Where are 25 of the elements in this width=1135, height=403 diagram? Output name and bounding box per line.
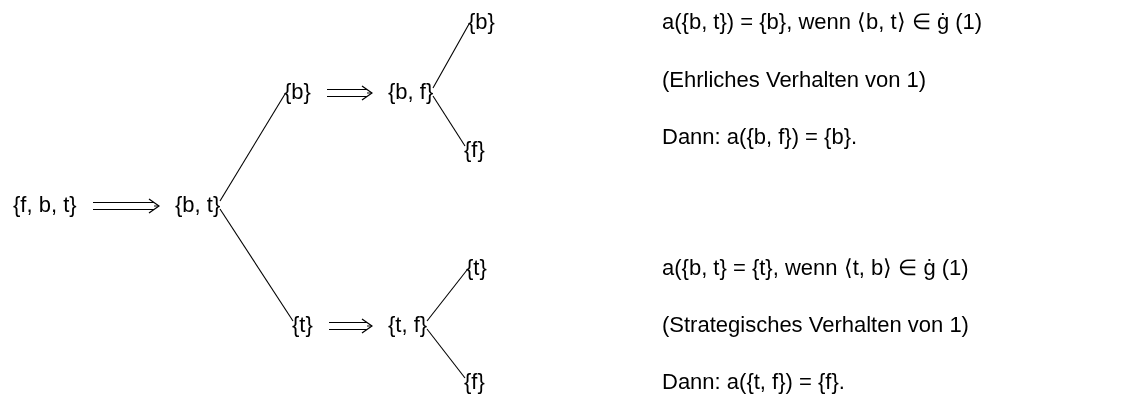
annotation-text: a({b, t} = {t}, wenn ⟨t, b⟩ ∈ ġ (1)	[662, 255, 969, 281]
branch-line	[432, 95, 466, 147]
set-label: {f}	[464, 369, 485, 395]
annotation-text: (Strategisches Verhalten von 1)	[662, 312, 969, 338]
set-label: {f, b, t}	[13, 192, 77, 218]
annotation-text: Dann: a({b, f}) = {b}.	[662, 124, 858, 150]
annotation-text: (Ehrliches Verhalten von 1)	[662, 67, 927, 93]
set-label: {t}	[292, 312, 313, 338]
branch-line	[432, 23, 470, 89]
set-label: {b}	[284, 79, 311, 105]
annotation-text: a({b, t}) = {b}, wenn ⟨b, t⟩ ∈ ġ (1)	[662, 9, 983, 35]
annotation-text: Dann: a({t, f}) = {f}.	[662, 369, 845, 395]
set-label: {b}	[468, 9, 495, 35]
implication-arrow	[92, 198, 160, 214]
branch-line	[219, 208, 294, 322]
set-label: {b, t}	[175, 192, 221, 218]
set-label: {t, f}	[388, 312, 428, 338]
implication-arrow	[328, 318, 373, 334]
branch-line	[426, 328, 466, 379]
set-label: {t}	[466, 255, 487, 281]
branch-line	[219, 93, 286, 202]
set-label: {b, f}	[388, 79, 434, 105]
implication-arrow	[326, 85, 373, 101]
branch-line	[426, 269, 468, 322]
set-label: {f}	[464, 137, 485, 163]
